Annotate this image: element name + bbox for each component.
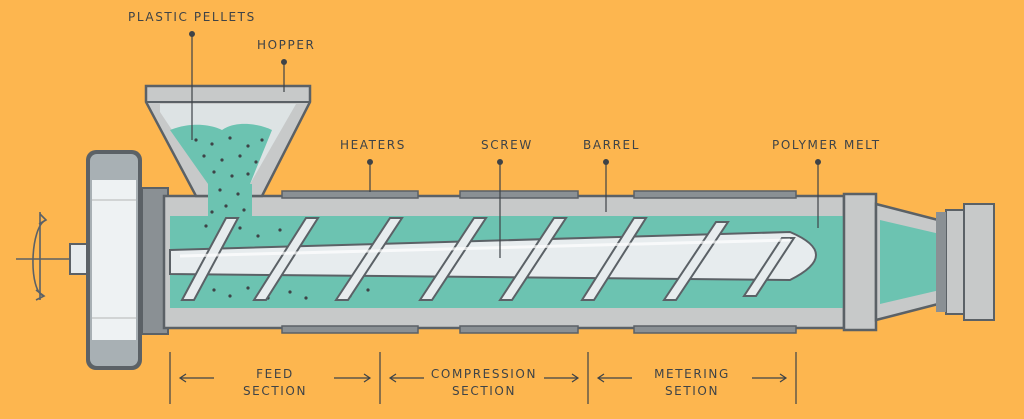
section-feed: FEED SECTION: [195, 366, 355, 400]
section-arrows: [178, 373, 788, 383]
label-polymer-melt: POLYMER MELT: [772, 138, 881, 152]
plastic-pellets: [194, 136, 370, 300]
label-barrel: BARREL: [583, 138, 640, 152]
section-dividers: [169, 352, 797, 404]
section-metering-line1: METERING: [654, 367, 730, 381]
section-compression: COMPRESSION SECTION: [404, 366, 564, 400]
section-compression-line2: SECTION: [451, 384, 517, 398]
section-compression-line1: COMPRESSION: [430, 367, 538, 381]
heaters-bottom: [281, 325, 797, 334]
heaters-top: [281, 190, 797, 199]
screw: [169, 217, 817, 301]
section-feed-line2: SECTION: [242, 384, 308, 398]
section-metering: METERING SETION: [612, 366, 772, 400]
rotation-arrow-icon: [16, 212, 70, 301]
label-heaters: HEATERS: [340, 138, 406, 152]
label-plastic-pellets: PLASTIC PELLETS: [128, 10, 256, 24]
section-metering-line2: SETION: [664, 384, 720, 398]
label-screw: SCREW: [481, 138, 533, 152]
drive-wheel: [86, 150, 142, 370]
nozzle: [842, 192, 995, 332]
callout-lines: [189, 31, 821, 258]
label-hopper: HOPPER: [257, 38, 316, 52]
section-feed-line1: FEED: [256, 367, 294, 381]
